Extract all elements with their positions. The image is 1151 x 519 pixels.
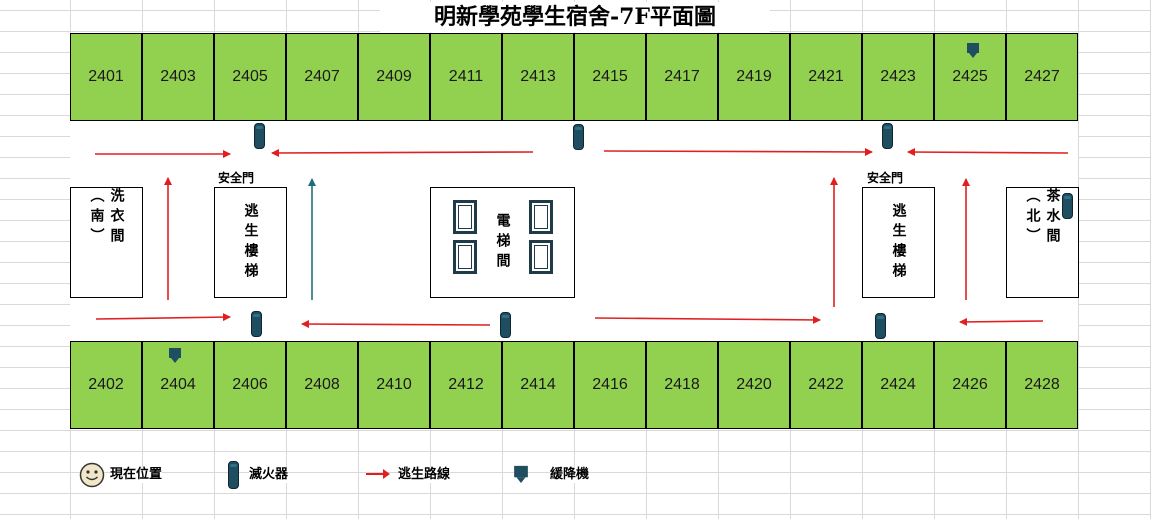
route-arrow [594, 315, 821, 324]
legend-extinguisher: 滅火器 [249, 467, 289, 483]
stairs-left-label: 逃生樓梯 [242, 202, 259, 283]
room-2413: 2413 [502, 33, 574, 121]
elevator-car-icon [453, 200, 477, 234]
extinguisher-icon [251, 311, 262, 337]
room-2424: 2424 [862, 341, 934, 429]
room-2423: 2423 [862, 33, 934, 121]
laundry-room-label: 洗衣間（南） [88, 188, 125, 248]
legend-descender: 緩降機 [550, 467, 590, 483]
smiley-icon [79, 462, 105, 488]
room-2414: 2414 [502, 341, 574, 429]
room-2404: 2404 [142, 341, 214, 429]
room-2416: 2416 [574, 341, 646, 429]
route-arrow [95, 313, 231, 322]
extinguisher-icon [500, 312, 511, 338]
extinguisher-icon [228, 461, 239, 489]
descender-icon [967, 43, 979, 58]
arrow-icon [366, 469, 390, 479]
descender-icon [169, 348, 181, 363]
room-2410: 2410 [358, 341, 430, 429]
tea-room-label: 茶水間（北） [1024, 188, 1061, 248]
page-title: 明新學苑學生宿舍-7F平面圖 [380, 2, 770, 32]
room-2426: 2426 [934, 341, 1006, 429]
room-2401: 2401 [70, 33, 142, 121]
room-2422: 2422 [790, 341, 862, 429]
stairs-right: 逃生樓梯 [862, 187, 935, 298]
room-2407: 2407 [286, 33, 358, 121]
elevator-car-icon [529, 240, 553, 274]
extinguisher-icon [254, 123, 265, 149]
room-2427: 2427 [1006, 33, 1078, 121]
legend-escape-route: 逃生路線 [398, 467, 451, 483]
extinguisher-icon [1062, 193, 1073, 219]
room-2415: 2415 [574, 33, 646, 121]
room-2408: 2408 [286, 341, 358, 429]
room-2428: 2428 [1006, 341, 1078, 429]
descender-icon [514, 465, 528, 483]
elevator-hall-label: 電梯間 [494, 212, 511, 273]
legend-current-location: 現在位置 [110, 467, 163, 483]
route-arrow [301, 320, 491, 329]
room-2418: 2418 [646, 341, 718, 429]
room-2420: 2420 [718, 341, 790, 429]
room-2405: 2405 [214, 33, 286, 121]
extinguisher-icon [875, 313, 886, 339]
elevator-car-icon [529, 200, 553, 234]
room-2412: 2412 [430, 341, 502, 429]
route-arrow [603, 147, 873, 156]
elevator-car-icon [453, 240, 477, 274]
safety-door-left-label: 安全門 [218, 171, 255, 185]
room-2403: 2403 [142, 33, 214, 121]
room-2421: 2421 [790, 33, 862, 121]
stairs-left: 逃生樓梯 [214, 187, 287, 298]
extinguisher-icon [573, 124, 584, 150]
room-2409: 2409 [358, 33, 430, 121]
room-2406: 2406 [214, 341, 286, 429]
route-arrow [959, 317, 1044, 326]
room-2419: 2419 [718, 33, 790, 121]
laundry-room: 洗衣間（南） [70, 187, 143, 298]
room-2411: 2411 [430, 33, 502, 121]
room-2402: 2402 [70, 341, 142, 429]
route-arrow [271, 148, 534, 157]
extinguisher-icon [882, 123, 893, 149]
route-arrow [907, 148, 1069, 157]
stairs-right-label: 逃生樓梯 [890, 202, 907, 283]
room-2417: 2417 [646, 33, 718, 121]
safety-door-right-label: 安全門 [867, 171, 904, 185]
